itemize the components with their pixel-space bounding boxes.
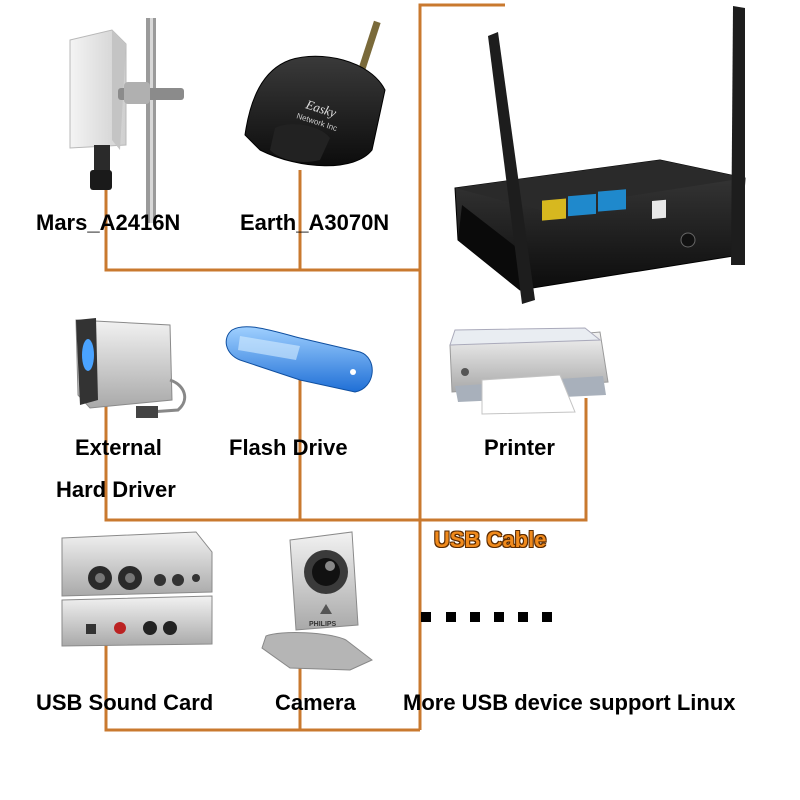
router-port-yellow <box>542 198 566 221</box>
router-power-jack <box>680 232 696 248</box>
label-external-line1: External <box>75 435 162 460</box>
router-port-blue-1 <box>568 193 596 217</box>
label-usb-cable: USB Cable <box>434 527 547 552</box>
router-antenna-right <box>731 6 745 265</box>
cable-row3 <box>104 620 420 732</box>
label-printer: Printer <box>484 435 555 460</box>
label-more-usb-devices: More USB device support Linux <box>403 690 736 715</box>
label-flash-drive: Flash Drive <box>229 435 348 460</box>
router-usb-port <box>652 199 666 219</box>
camera-brand-logo: PHILIPS <box>309 621 337 628</box>
cable-main-trunk <box>418 3 505 730</box>
earth-usb-adapter-icon: Easky Network Inc <box>244 20 386 167</box>
cable-row2 <box>104 398 588 522</box>
usb-sound-card-icon <box>61 531 213 647</box>
label-usb-sound-card: USB Sound Card <box>36 690 214 715</box>
printer-icon <box>449 327 609 415</box>
router-port-blue-2 <box>598 189 626 212</box>
webcam-icon: PHILIPS <box>261 531 373 671</box>
external-hard-drive-icon <box>75 318 187 418</box>
flash-drive-icon <box>225 326 373 393</box>
label-mars: Mars_A2416N <box>36 210 181 235</box>
mars-outdoor-unit-icon <box>69 18 184 223</box>
router-icon <box>454 6 746 304</box>
label-external-line2: Hard Driver <box>56 477 176 502</box>
label-earth: Earth_A3070N <box>240 210 390 235</box>
router-antenna-left <box>488 32 535 304</box>
label-camera: Camera <box>275 690 356 715</box>
more-devices-dots <box>421 612 552 622</box>
